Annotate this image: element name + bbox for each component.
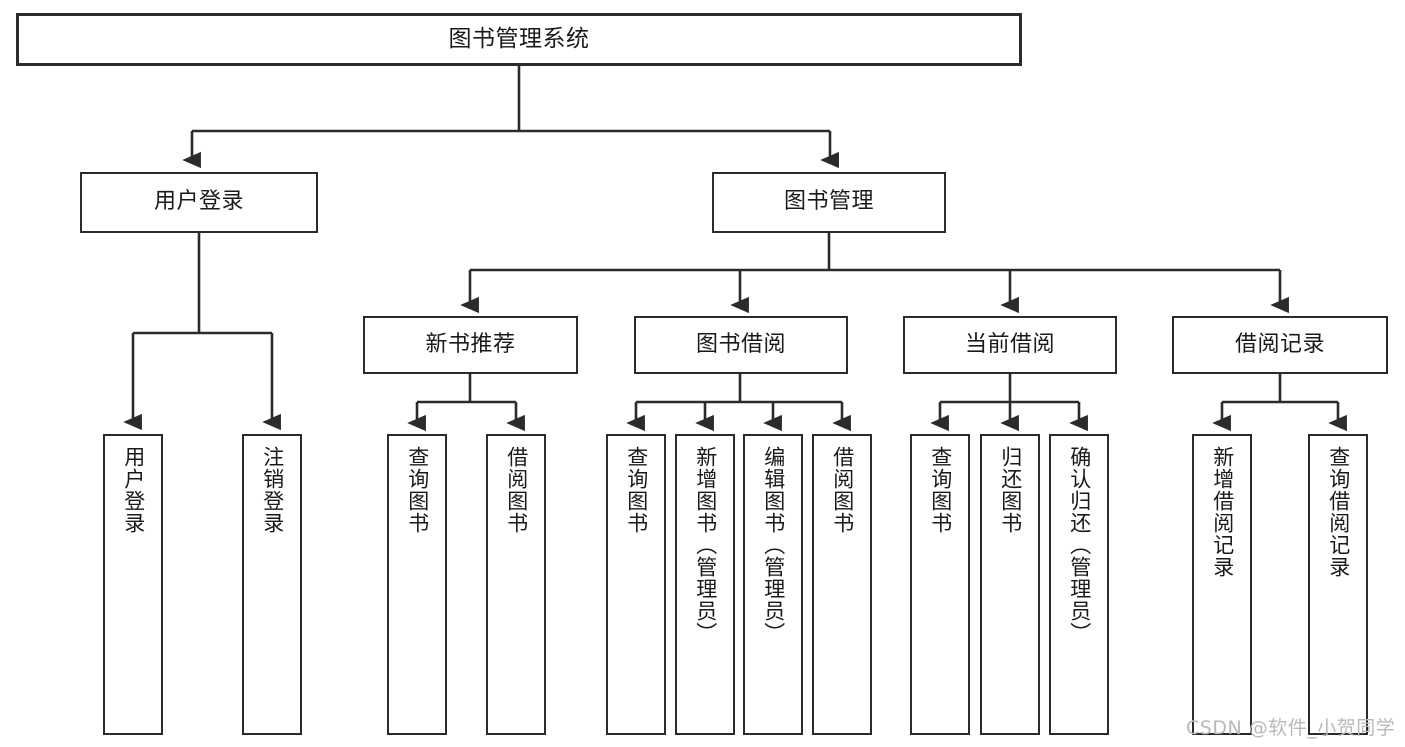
node-new-book-recommend[interactable]: 新书推荐 bbox=[363, 316, 578, 374]
node-leaf-edit-book-label: 编辑图书（管理员） bbox=[761, 446, 786, 644]
node-user-login[interactable]: 用户登录 bbox=[80, 172, 318, 233]
node-borrow-record-label: 借阅记录 bbox=[1234, 331, 1325, 357]
node-leaf-logout-login-label: 注销登录 bbox=[260, 446, 285, 534]
node-leaf-user-login-label: 用户登录 bbox=[121, 446, 146, 534]
node-leaf-query-book-3[interactable]: 查询图书 bbox=[910, 434, 970, 735]
csdn-watermark: CSDN @软件_小贺同学 bbox=[1186, 717, 1396, 739]
node-leaf-user-login[interactable]: 用户登录 bbox=[103, 434, 163, 735]
node-leaf-query-book-3-label: 查询图书 bbox=[928, 446, 953, 534]
node-leaf-borrow-book-2-label: 借阅图书 bbox=[830, 446, 855, 534]
node-leaf-borrow-book-1[interactable]: 借阅图书 bbox=[486, 434, 546, 735]
node-leaf-confirm-return-label: 确认归还（管理员） bbox=[1067, 446, 1092, 644]
node-book-borrow[interactable]: 图书借阅 bbox=[634, 316, 848, 374]
node-leaf-query-record-label: 查询借阅记录 bbox=[1326, 446, 1351, 578]
node-leaf-logout-login[interactable]: 注销登录 bbox=[242, 434, 302, 735]
node-book-borrow-label: 图书借阅 bbox=[695, 331, 786, 357]
node-leaf-borrow-book-1-label: 借阅图书 bbox=[504, 446, 529, 534]
node-root-label: 图书管理系统 bbox=[448, 25, 590, 52]
node-leaf-add-book[interactable]: 新增图书（管理员） bbox=[675, 434, 735, 735]
node-leaf-query-record[interactable]: 查询借阅记录 bbox=[1308, 434, 1368, 735]
node-borrow-record[interactable]: 借阅记录 bbox=[1172, 316, 1388, 374]
node-leaf-borrow-book-2[interactable]: 借阅图书 bbox=[812, 434, 872, 735]
node-current-borrow[interactable]: 当前借阅 bbox=[903, 316, 1117, 374]
node-book-management-label: 图书管理 bbox=[783, 189, 874, 215]
node-leaf-edit-book[interactable]: 编辑图书（管理员） bbox=[743, 434, 803, 735]
node-book-management[interactable]: 图书管理 bbox=[712, 172, 946, 233]
node-leaf-add-record-label: 新增借阅记录 bbox=[1210, 446, 1235, 578]
node-leaf-query-book-1-label: 查询图书 bbox=[405, 446, 430, 534]
node-new-book-recommend-label: 新书推荐 bbox=[425, 331, 516, 357]
node-leaf-return-book[interactable]: 归还图书 bbox=[980, 434, 1040, 735]
node-user-login-label: 用户登录 bbox=[153, 189, 244, 215]
node-leaf-add-record[interactable]: 新增借阅记录 bbox=[1192, 434, 1252, 735]
node-root-system[interactable]: 图书管理系统 bbox=[16, 13, 1022, 66]
node-leaf-query-book-1[interactable]: 查询图书 bbox=[387, 434, 447, 735]
node-leaf-query-book-2[interactable]: 查询图书 bbox=[606, 434, 666, 735]
node-leaf-query-book-2-label: 查询图书 bbox=[624, 446, 649, 534]
node-current-borrow-label: 当前借阅 bbox=[964, 331, 1055, 357]
node-leaf-return-book-label: 归还图书 bbox=[998, 446, 1023, 534]
node-leaf-add-book-label: 新增图书（管理员） bbox=[693, 446, 718, 644]
node-leaf-confirm-return[interactable]: 确认归还（管理员） bbox=[1049, 434, 1109, 735]
